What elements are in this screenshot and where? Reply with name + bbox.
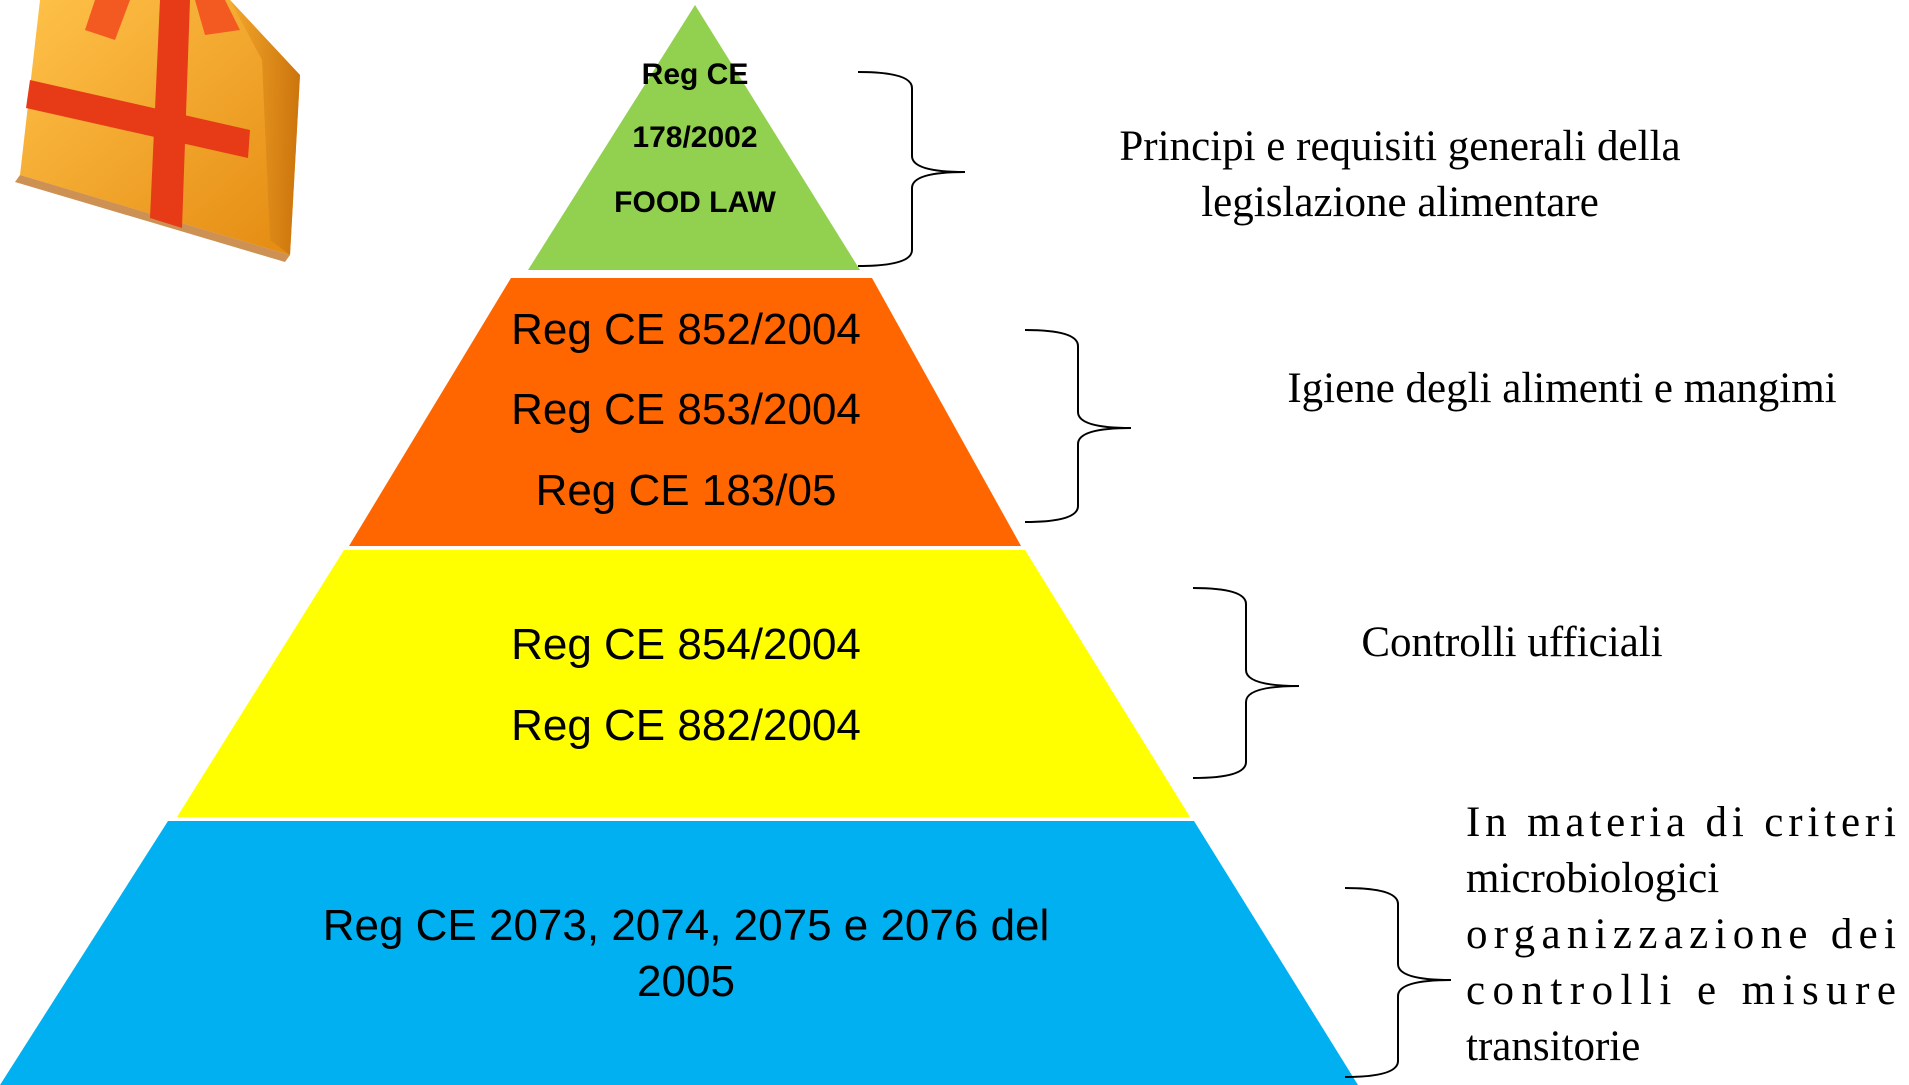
description-4: In materia di criteri microbiologici org… xyxy=(1466,799,1896,1070)
description-4-line-2: microbiologici xyxy=(1466,855,1719,902)
pyramid-level-3-controls xyxy=(177,550,1190,817)
pyramid-level-4-microbiological xyxy=(0,821,1358,1085)
description-2-line-1: Igiene degli alimenti e mangimi xyxy=(1287,365,1836,412)
description-1-line-2: legislazione alimentare xyxy=(1201,179,1599,226)
pyramid-level-1-food-law xyxy=(528,5,860,270)
description-1-line-1: Principi e requisiti generali della xyxy=(1119,123,1680,170)
level-3-text: Reg CE 854/2004 Reg CE 882/2004 xyxy=(511,620,861,750)
description-1: Principi e requisiti generali della legi… xyxy=(1119,123,1680,226)
description-4-line-1: In materia di criteri xyxy=(1466,799,1896,846)
level-1-text: Reg CE 178/2002 FOOD LAW xyxy=(614,58,776,219)
braces xyxy=(857,71,1452,1078)
level-4-line-1: Reg CE 2073, 2074, 2075 e 2076 del xyxy=(323,901,1050,950)
level-2-line-1: Reg CE 852/2004 xyxy=(511,305,861,354)
level-2-line-3: Reg CE 183/05 xyxy=(536,466,837,515)
description-2: Igiene degli alimenti e mangimi xyxy=(1287,365,1836,412)
level-3-line-1: Reg CE 854/2004 xyxy=(511,620,861,669)
gift-box-icon xyxy=(15,0,300,262)
description-4-line-4: controlli e misure xyxy=(1466,967,1896,1014)
level-4-line-2: 2005 xyxy=(637,957,735,1006)
level-3-line-2: Reg CE 882/2004 xyxy=(511,701,861,750)
brace-3 xyxy=(1192,587,1300,779)
brace-4 xyxy=(1344,887,1452,1078)
description-3-line-1: Controlli ufficiali xyxy=(1361,619,1662,666)
description-4-line-3: organizzazione dei xyxy=(1466,911,1896,958)
description-4-line-5: transitorie xyxy=(1466,1023,1640,1070)
brace-2 xyxy=(1024,329,1132,523)
level-2-line-2: Reg CE 853/2004 xyxy=(511,385,861,434)
level-2-text: Reg CE 852/2004 Reg CE 853/2004 Reg CE 1… xyxy=(511,305,861,515)
description-3: Controlli ufficiali xyxy=(1361,619,1662,666)
level-1-line-1: Reg CE xyxy=(642,58,749,91)
brace-1 xyxy=(857,71,966,267)
level-4-text: Reg CE 2073, 2074, 2075 e 2076 del 2005 xyxy=(323,901,1050,1006)
pyramid-level-2-hygiene xyxy=(349,278,1021,546)
level-1-line-3: FOOD LAW xyxy=(614,186,776,219)
level-1-line-2: 178/2002 xyxy=(632,121,757,154)
